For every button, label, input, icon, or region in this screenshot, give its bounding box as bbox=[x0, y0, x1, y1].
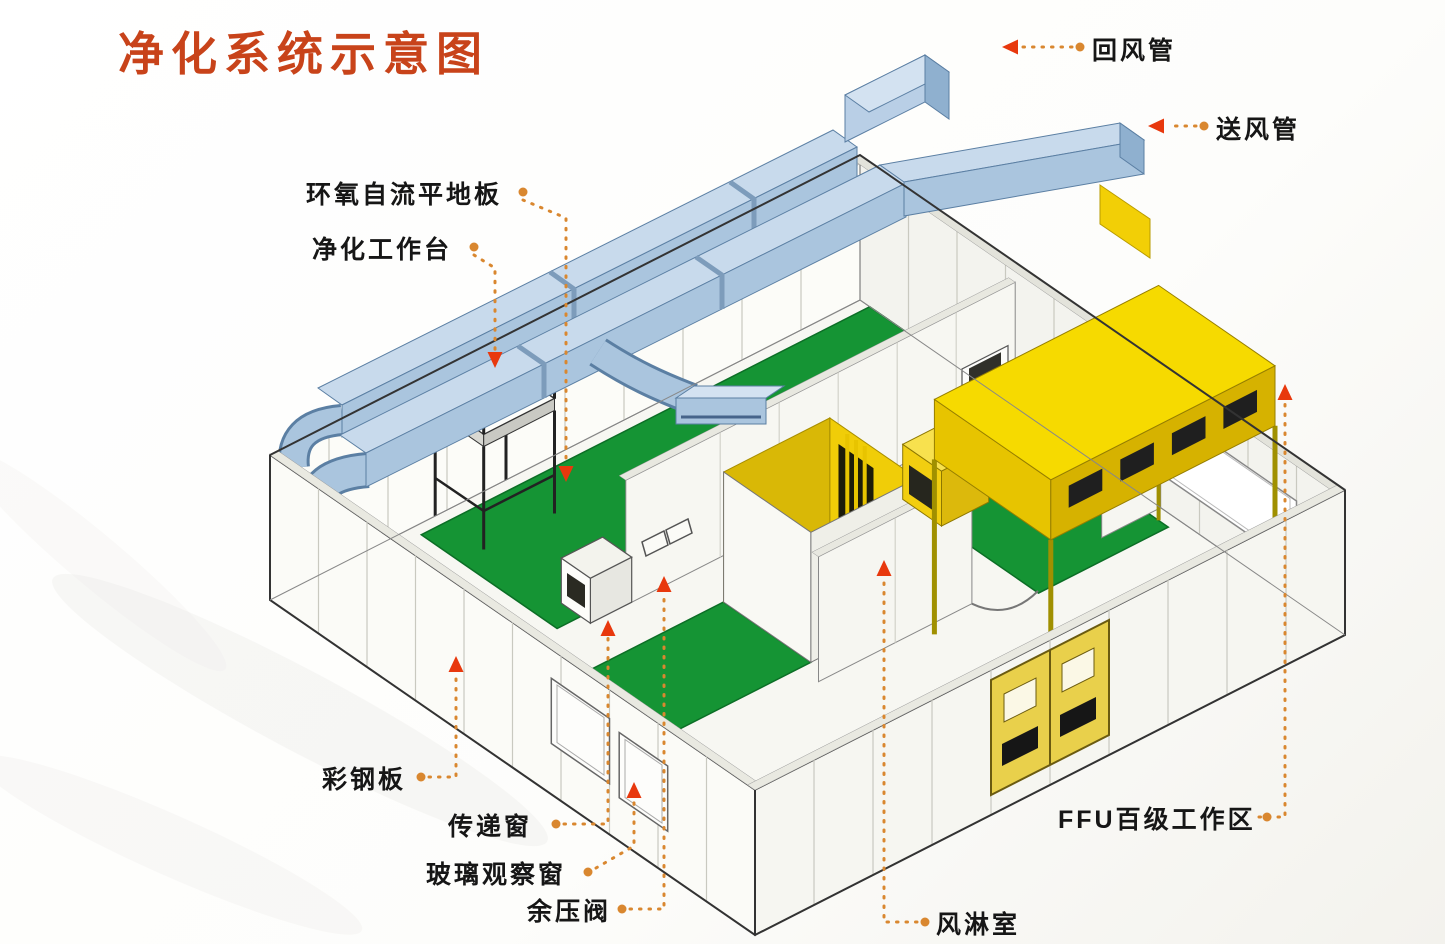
leader-color-steel-panel bbox=[427, 672, 458, 779]
return-air-duct bbox=[277, 54, 950, 470]
label-air-shower: 风淋室 bbox=[936, 911, 1021, 939]
building-outline bbox=[269, 153, 1346, 937]
arrow-clean-workbench bbox=[487, 352, 503, 368]
arrow-color-steel-panel bbox=[448, 656, 464, 672]
arrow-transfer-window bbox=[600, 620, 616, 636]
label-transfer-window: 传递窗 bbox=[448, 813, 533, 841]
transfer-pass-box bbox=[560, 536, 633, 625]
arrow-glass-observation-window bbox=[626, 782, 642, 798]
leader-glass-observation-window bbox=[594, 798, 636, 870]
leader-epoxy-floor bbox=[521, 198, 568, 466]
page-title: 净化系统示意图 bbox=[118, 29, 489, 80]
ceiling-diffuser bbox=[675, 397, 767, 425]
leader-pressure-relief-valve bbox=[628, 592, 666, 911]
arrow-epoxy-floor bbox=[558, 466, 574, 482]
supply-duct-end-cap bbox=[1119, 122, 1145, 175]
label-ffu-work-area: FFU百级工作区 bbox=[1058, 806, 1256, 834]
branch-duct bbox=[589, 338, 786, 425]
arrow-air-shower bbox=[876, 560, 892, 576]
label-glass-observation-window: 玻璃观察窗 bbox=[426, 861, 567, 889]
pressure-relief-valve bbox=[641, 517, 693, 558]
arrow-return-duct bbox=[1002, 39, 1018, 55]
door-kickplate-left bbox=[1002, 726, 1038, 766]
label-clean-workbench: 净化工作台 bbox=[312, 236, 453, 264]
leader-clean-workbench bbox=[472, 253, 497, 352]
leader-dots bbox=[416, 42, 1272, 927]
label-supply-duct: 送风管 bbox=[1216, 116, 1301, 144]
door-kickplate-right bbox=[1060, 697, 1096, 737]
label-pressure-relief-valve: 余压阀 bbox=[527, 898, 612, 926]
callout-leaders bbox=[416, 39, 1293, 927]
door-window-right bbox=[1061, 647, 1095, 693]
door-swing-arc bbox=[971, 590, 1039, 611]
air-shower-double-doors bbox=[990, 618, 1110, 797]
arrow-supply-duct bbox=[1148, 118, 1164, 134]
glass-observation-window-exterior bbox=[618, 731, 669, 833]
label-epoxy-floor: 环氧自流平地板 bbox=[306, 181, 503, 209]
leader-arrows bbox=[448, 39, 1293, 798]
label-return-duct: 回风管 bbox=[1092, 37, 1177, 65]
ffu-vent-slots bbox=[1068, 389, 1257, 508]
air-ducts bbox=[277, 54, 1151, 515]
arrow-ffu-work-area bbox=[1277, 384, 1293, 400]
arrow-pressure-relief-valve bbox=[656, 576, 672, 592]
duct-drop-vent bbox=[1099, 184, 1151, 259]
leader-air-shower bbox=[882, 576, 919, 924]
door-window-left bbox=[1003, 677, 1037, 723]
floor-back-edges bbox=[269, 299, 1346, 636]
transfer-window-exterior bbox=[550, 676, 611, 786]
label-color-steel-panel: 彩钢板 bbox=[322, 766, 407, 794]
